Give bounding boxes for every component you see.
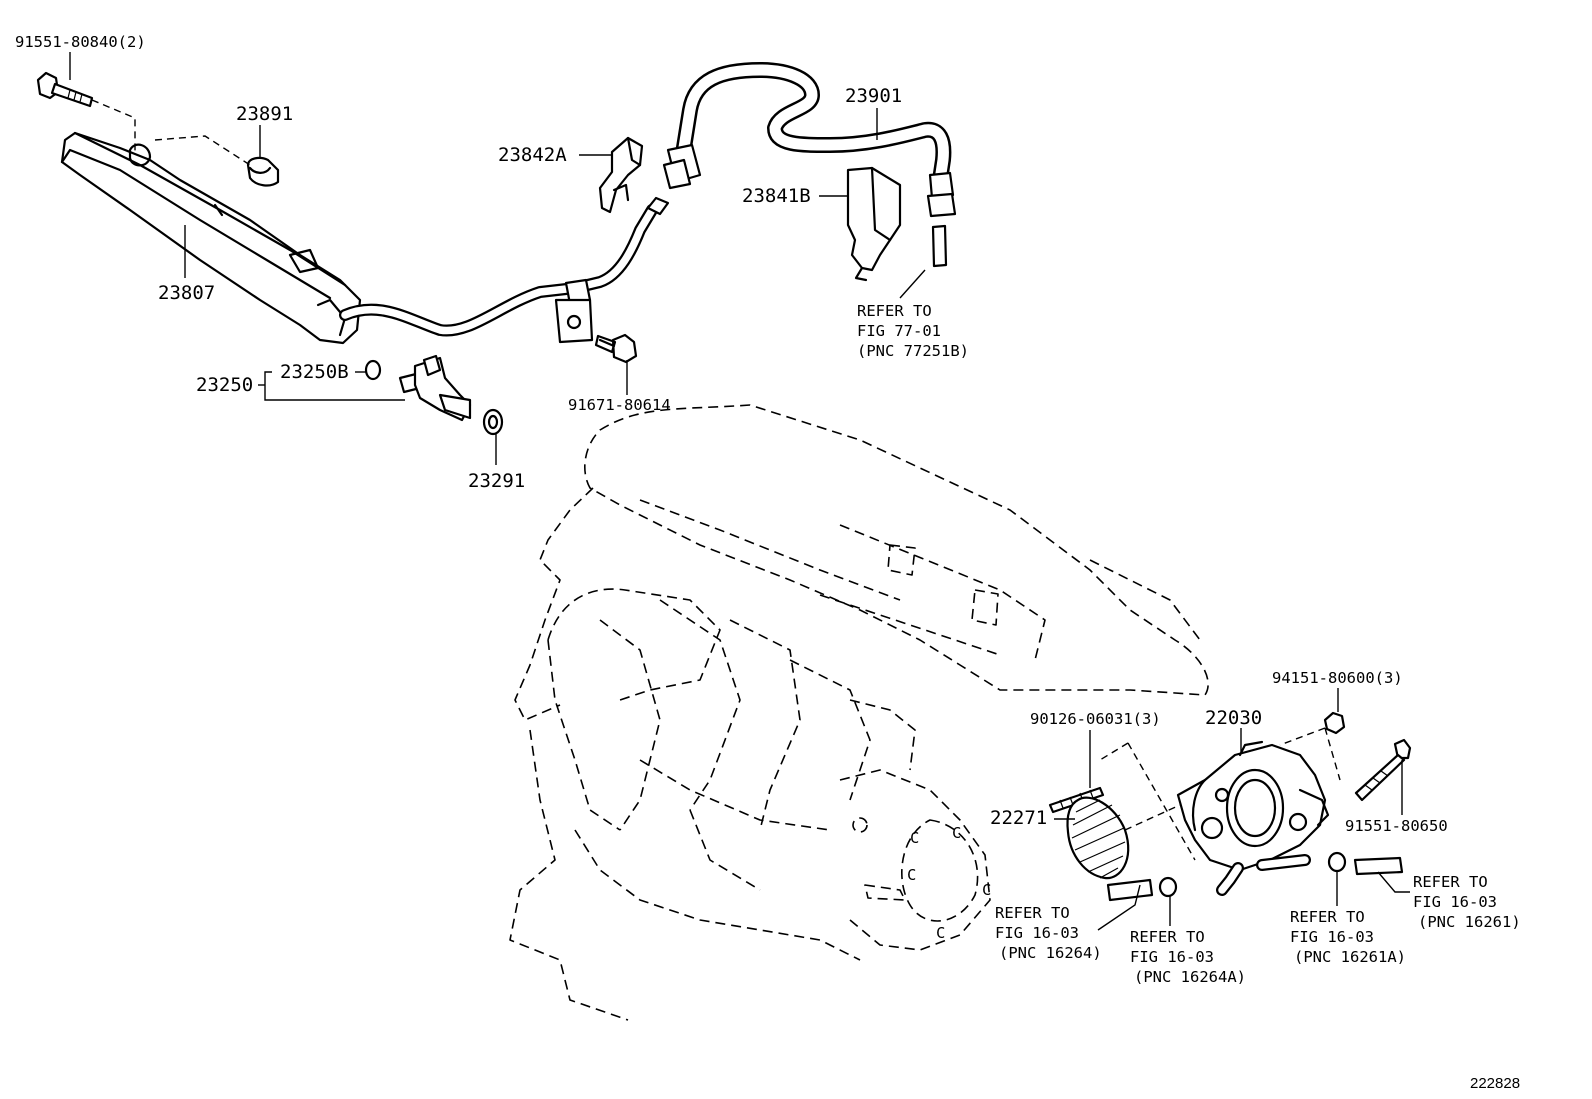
label-91551-80650: 91551-80650 <box>1345 817 1448 835</box>
label-23250B: 23250B <box>280 361 349 383</box>
fuel-hose-23901 <box>662 62 957 268</box>
svg-text:FIG 16-03: FIG 16-03 <box>995 924 1079 942</box>
label-23901: 23901 <box>845 85 902 107</box>
flange-mark: C <box>910 829 919 847</box>
bypass-hoses <box>1106 851 1404 902</box>
label-23807: 23807 <box>158 282 215 304</box>
refer-pnc-16261A: REFER TO FIG 16-03 (PNC 16261A) <box>1290 908 1406 966</box>
label-22030: 22030 <box>1205 707 1262 729</box>
gasket-22271 <box>1066 796 1130 880</box>
svg-text:FIG 16-03: FIG 16-03 <box>1413 893 1497 911</box>
insulator-23291 <box>482 408 504 436</box>
svg-text:(PNC 16264A): (PNC 16264A) <box>1134 968 1246 986</box>
reference-notes: REFER TO FIG 77-01 (PNC 77251B) REFER TO… <box>857 302 1521 986</box>
label-23291: 23291 <box>468 470 525 492</box>
svg-text:REFER TO: REFER TO <box>1413 873 1488 891</box>
svg-text:FIG 16-03: FIG 16-03 <box>1130 948 1214 966</box>
label-22271: 22271 <box>990 807 1047 829</box>
oring-23250B <box>364 359 382 381</box>
refer-pnc-16261: REFER TO FIG 16-03 (PNC 16261) <box>1413 873 1521 931</box>
svg-text:(PNC 16261): (PNC 16261) <box>1418 913 1521 931</box>
svg-text:(PNC 77251B): (PNC 77251B) <box>857 342 969 360</box>
flange-mark: C <box>936 924 945 942</box>
svg-text:REFER TO: REFER TO <box>995 904 1070 922</box>
label-94151-80600: 94151-80600(3) <box>1272 669 1403 687</box>
nut-94151-80600 <box>1323 711 1346 735</box>
part-labels: 91551-80840(2) 23891 23807 23842A 23901 … <box>15 33 1448 835</box>
label-23250: 23250 <box>196 374 253 396</box>
svg-text:FIG 77-01: FIG 77-01 <box>857 322 941 340</box>
svg-text:REFER TO: REFER TO <box>1290 908 1365 926</box>
svg-text:(PNC 16261A): (PNC 16261A) <box>1294 948 1406 966</box>
throttle-body-22030 <box>1176 740 1330 896</box>
label-90126-06031: 90126-06031(3) <box>1030 710 1161 728</box>
label-23841B: 23841B <box>742 185 811 207</box>
label-91551-80840: 91551-80840(2) <box>15 33 146 51</box>
bolt-91551-80840 <box>36 71 94 108</box>
label-23842A: 23842A <box>498 144 567 166</box>
engine-phantom-outline <box>509 404 1209 1021</box>
bolt-91671-80614 <box>594 333 638 364</box>
label-91671-80614: 91671-80614 <box>568 396 671 414</box>
flange-mark: C <box>907 866 916 884</box>
svg-text:(PNC 16264): (PNC 16264) <box>999 944 1102 962</box>
bolt-91551-80650 <box>1354 738 1412 802</box>
flange-mark: C <box>952 824 961 842</box>
svg-text:REFER TO: REFER TO <box>857 302 932 320</box>
fuel-pipe <box>339 196 670 344</box>
clamp-23841B <box>846 166 902 282</box>
flange-c-marks: C C C C C <box>907 824 991 942</box>
svg-text:REFER TO: REFER TO <box>1130 928 1205 946</box>
figure-number: 222828 <box>1470 1075 1520 1092</box>
leader-lines <box>69 52 1410 931</box>
delivery-pipe-23807 <box>60 131 362 345</box>
flange-mark: C <box>982 881 991 899</box>
clamp-23842A <box>598 136 644 214</box>
refer-pnc-16264A: REFER TO FIG 16-03 (PNC 16264A) <box>1130 928 1246 986</box>
refer-fig-77-01: REFER TO FIG 77-01 (PNC 77251B) <box>857 302 969 360</box>
svg-text:FIG 16-03: FIG 16-03 <box>1290 928 1374 946</box>
injector-23250 <box>398 354 472 422</box>
insulator-23891 <box>246 156 280 187</box>
label-23891: 23891 <box>236 103 293 125</box>
refer-pnc-16264: REFER TO FIG 16-03 (PNC 16264) <box>995 904 1102 962</box>
